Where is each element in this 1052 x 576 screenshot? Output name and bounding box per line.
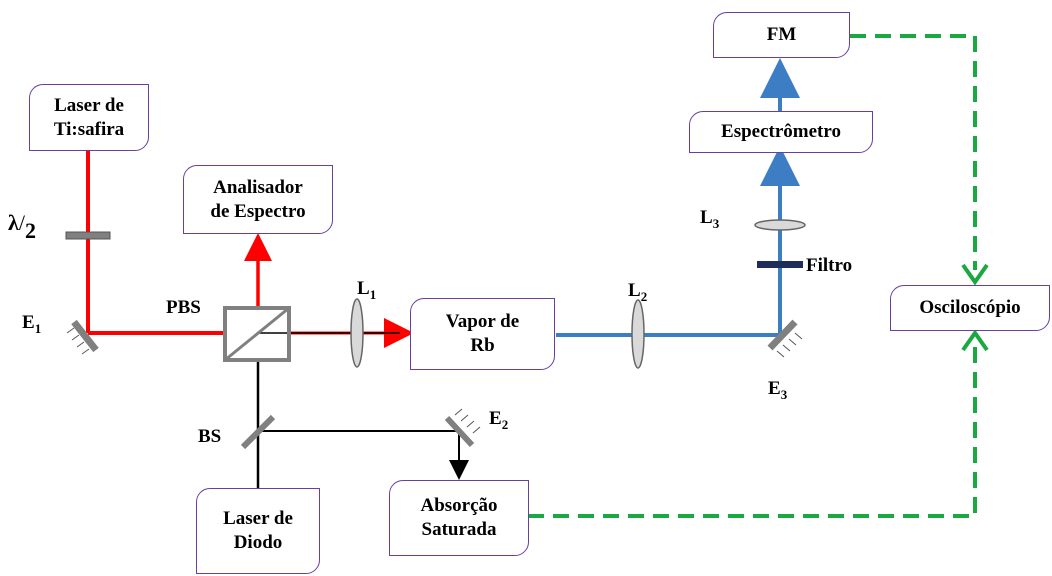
fm-label: FM [766,24,797,46]
mirror-e3 [767,319,803,358]
bs-label: BS [198,426,221,448]
diode-laser-line1: Laser de [223,508,293,530]
e1-sub: 1 [34,320,42,336]
sat-absorption-line2: Saturada [421,519,497,540]
e2-sub: 2 [501,416,509,432]
l3-text: L [700,207,713,228]
spectrometer-label: Espectrômetro [721,121,841,143]
pbs-text: PBS [166,297,201,318]
l3-label: L3 [700,207,719,232]
mirror-e1 [66,319,99,355]
l1-label: L1 [357,278,376,303]
ti-laser-line1: Laser de [54,94,124,116]
signal-arrowheads [961,263,989,352]
l1-sub: 1 [369,286,377,302]
filter-label: Filtro [806,255,852,277]
rb-vapor-line1: Vapor de [445,311,520,333]
e3-text: E [768,378,781,399]
mirror-e2 [444,408,481,448]
sat-absorption-line1: Absorção [420,495,498,517]
e1-label: E1 [22,312,41,337]
pbs-cube [223,306,291,362]
analyzer-line2: de Espectro [210,200,306,222]
l2-text: L [628,280,641,301]
rb-vapor-line2: Rb [470,335,495,356]
l2-sub: 2 [640,288,648,304]
half-wave-denominator: 2 [24,218,36,243]
lens-l1 [350,298,364,368]
half-wave-label: λ/2 [8,210,36,243]
oscilloscope-box: Osciloscópio [890,285,1050,331]
e3-label: E3 [768,378,787,403]
diode-beam [256,332,469,488]
lens-l2 [631,299,645,369]
beam-splitter-bs [240,414,276,450]
signal-lines [528,34,977,518]
blue-beam [556,58,800,337]
ti-laser-line2: Ti:safira [53,118,125,140]
analyzer-line1: Analisador [213,176,303,198]
diode-laser-line2: Diodo [233,532,283,553]
e2-text: E [489,408,502,429]
spectrometer-box: Espectrômetro [689,111,873,153]
pbs-label: PBS [166,297,201,319]
e2-label: E2 [489,408,508,433]
filter-text: Filtro [806,255,853,276]
lens-l3 [754,219,806,231]
l1-text: L [357,278,370,299]
half-wave-numerator: λ [8,210,19,235]
l3-sub: 3 [712,215,720,231]
half-wave-plate [65,231,111,240]
e3-sub: 3 [780,386,788,402]
l2-label: L2 [628,280,647,305]
bs-text: BS [198,426,222,447]
e1-text: E [22,312,35,333]
filter [757,261,803,268]
oscilloscope-label: Osciloscópio [919,297,1021,319]
fm-box: FM [713,12,850,58]
